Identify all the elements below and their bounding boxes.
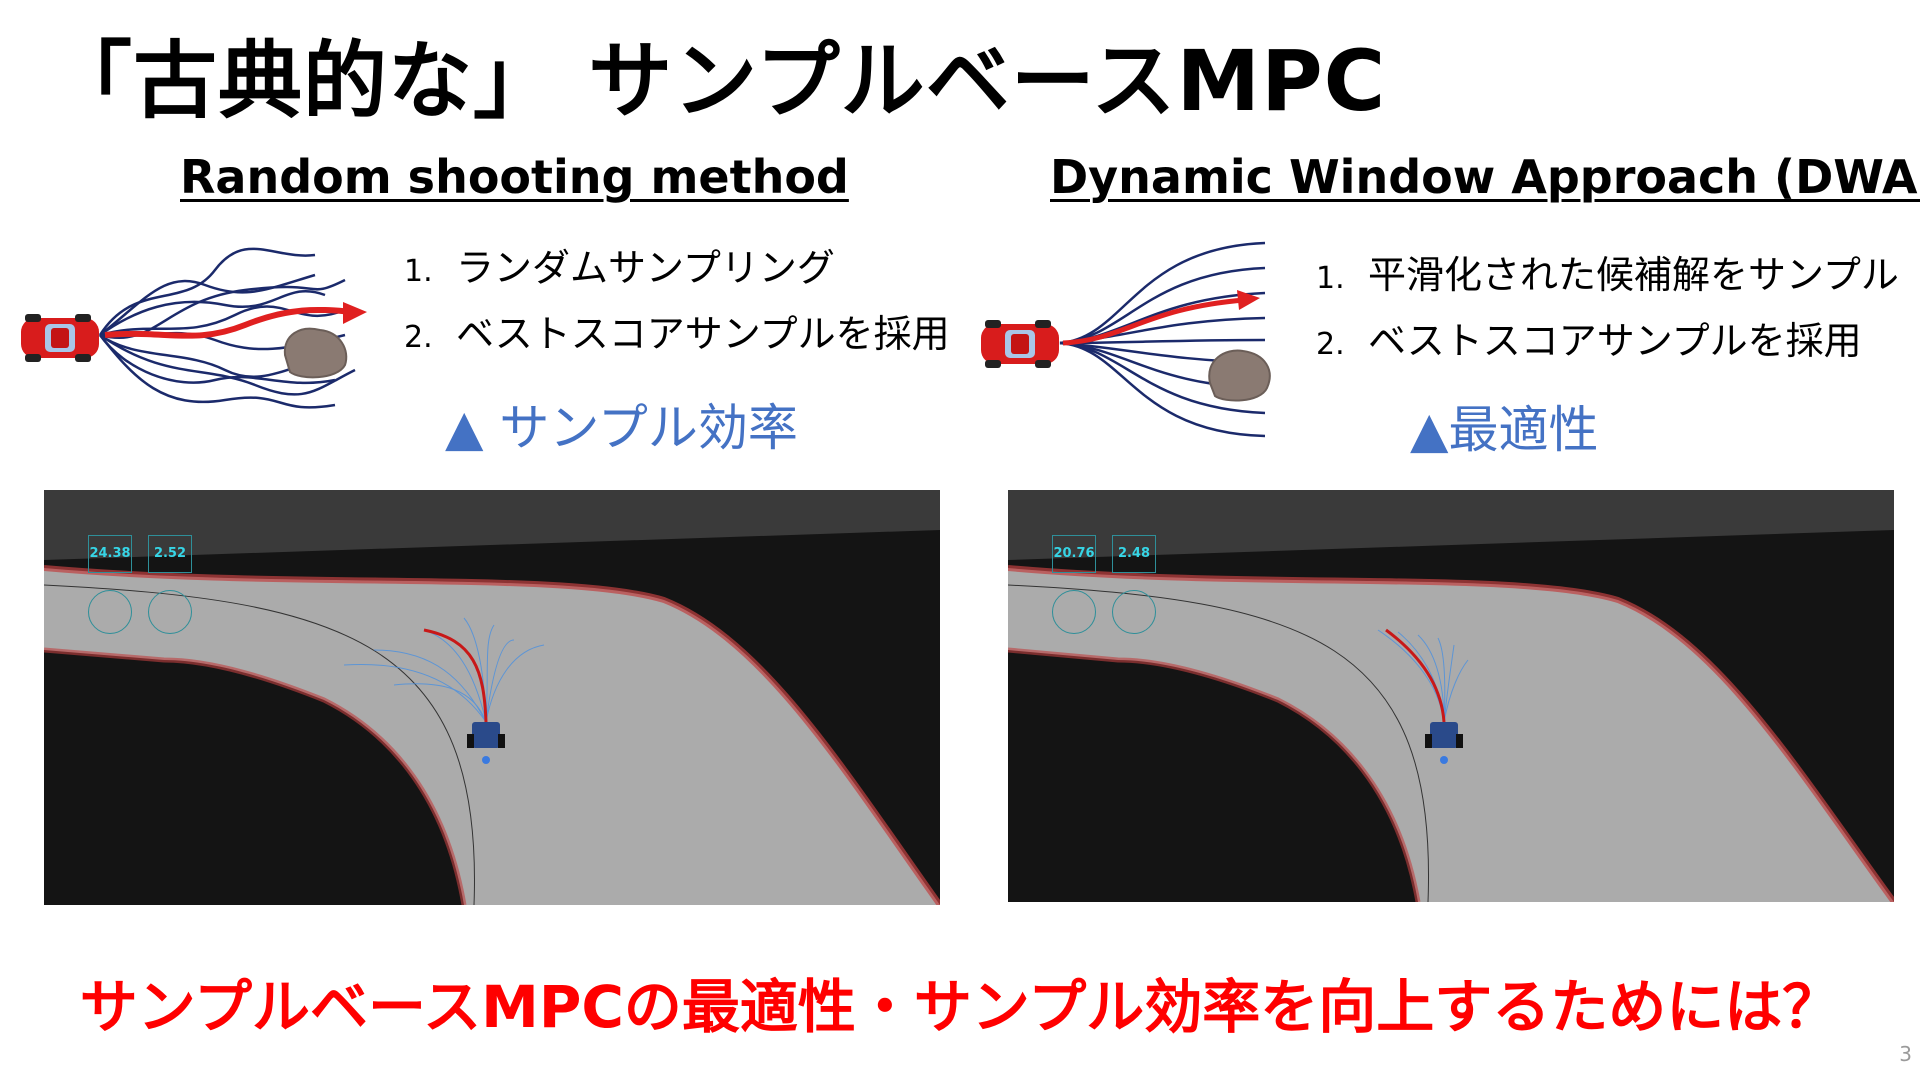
random-shooting-simulation: 24.38 2.52 — [44, 490, 940, 905]
dwa-steps: 1.平滑化された候補解をサンプル 2.ベストスコアサンプルを採用 — [1316, 242, 1899, 374]
optimality-note: ▲最適性 — [1410, 401, 1599, 459]
hud-cost-gauge-icon — [88, 590, 132, 634]
page-number: 3 — [1899, 1042, 1912, 1066]
hud-speed-readout: 20.76 — [1052, 535, 1096, 573]
dwa-heading: Dynamic Window Approach (DWA) — [1050, 150, 1920, 204]
hud-speed-readout: 24.38 — [88, 535, 132, 573]
random-shooting-steps: 1.ランダムサンプリング 2.ベストスコアサンプルを採用 — [404, 235, 950, 367]
list-item: 2.ベストスコアサンプルを採用 — [404, 312, 950, 356]
dwa-diagram — [981, 241, 1271, 438]
hud-collision-gauge-icon — [1112, 590, 1156, 634]
list-item: 1.ランダムサンプリング — [404, 246, 835, 290]
hud-cost-gauge-icon — [1052, 590, 1096, 634]
sample-efficiency-note: ▲ サンプル効率 — [445, 399, 798, 457]
random-shooting-heading: Random shooting method — [180, 150, 849, 204]
list-item: 2.ベストスコアサンプルを採用 — [1316, 319, 1862, 363]
hud-steer-readout: 2.48 — [1112, 535, 1156, 573]
red-car-icon — [21, 314, 99, 362]
dwa-simulation: 20.76 2.48 — [1008, 490, 1894, 902]
research-question: サンプルベースMPCの最適性・サンプル効率を向上するためには？ — [79, 973, 1841, 1041]
list-item: 1.平滑化された候補解をサンプル — [1316, 253, 1899, 297]
hud-steer-readout: 2.52 — [148, 535, 192, 573]
red-car-icon — [981, 320, 1059, 368]
hud-collision-gauge-icon — [148, 590, 192, 634]
slide-title: 「古典的な」 サンプルベースMPC — [48, 32, 1387, 130]
random-shooting-diagram — [21, 247, 367, 409]
